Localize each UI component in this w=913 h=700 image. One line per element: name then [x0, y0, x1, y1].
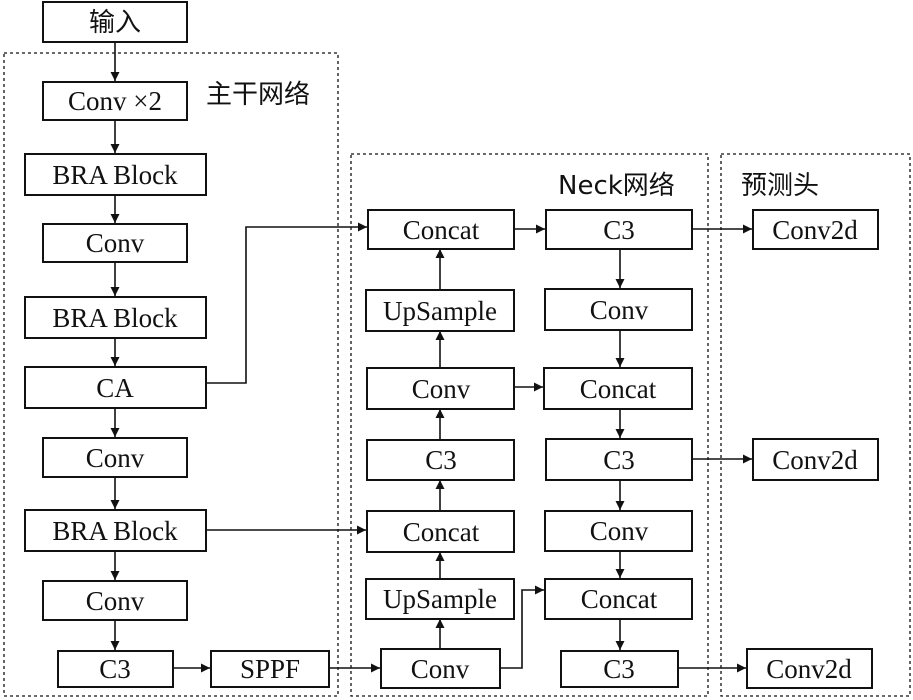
node-neck-concat-mid: Concat — [543, 367, 693, 410]
node-neck-concat-bottom-left-label: Concat — [403, 517, 480, 547]
node-head-conv2d-bottom-label: Conv2d — [766, 654, 852, 684]
node-c3-backbone-label: C3 — [99, 654, 131, 684]
node-input: 输入 — [42, 1, 188, 43]
node-head-conv2d-top: Conv2d — [752, 209, 879, 250]
node-neck-concat-top-label: Concat — [403, 215, 480, 245]
node-bra-block-1-label: BRA Block — [52, 160, 178, 190]
neck-group — [350, 153, 709, 697]
neck-group-label: Neck网络 — [558, 171, 675, 201]
node-neck-upsample-bottom-label: UpSample — [383, 584, 497, 614]
node-ca-label: CA — [96, 373, 134, 403]
node-neck-conv-top-label: Conv — [590, 295, 649, 325]
arrow-conv-bottom-to-concat-bottom — [500, 585, 544, 669]
backbone-group-label: 主干网络 — [206, 80, 310, 110]
node-conv-x2: Conv ×2 — [42, 81, 188, 121]
node-ca: CA — [24, 366, 207, 409]
node-neck-conv-mid-right-label: Conv — [590, 516, 649, 546]
node-neck-upsample-bottom: UpSample — [365, 578, 515, 620]
head-group — [720, 153, 911, 697]
node-neck-c3-bottom-label: C3 — [603, 654, 635, 684]
head-group-label: 预测头 — [741, 171, 819, 201]
node-neck-upsample-top: UpSample — [365, 289, 515, 332]
node-conv-1: Conv — [42, 223, 188, 263]
node-input-label: 输入 — [89, 8, 141, 38]
arrow-ca-to-concat-top — [206, 222, 367, 384]
node-head-conv2d-top-label: Conv2d — [772, 215, 858, 245]
node-neck-concat-mid-label: Concat — [580, 374, 657, 404]
backbone-group — [3, 52, 339, 697]
node-neck-conv-bottom-label: Conv — [411, 654, 470, 684]
node-neck-conv-mid: Conv — [366, 367, 515, 410]
node-bra-block-3-label: BRA Block — [52, 516, 178, 546]
node-head-conv2d-mid-label: Conv2d — [772, 445, 858, 475]
connectors — [110, 42, 752, 673]
node-neck-concat-top: Concat — [367, 209, 515, 250]
node-head-conv2d-bottom: Conv2d — [746, 648, 873, 689]
node-bra-block-1: BRA Block — [24, 153, 207, 196]
node-bra-block-3: BRA Block — [24, 509, 207, 552]
node-neck-c3-mid-label: C3 — [603, 445, 635, 475]
node-conv-2-label: Conv — [86, 443, 145, 473]
node-bra-block-2-label: BRA Block — [52, 303, 178, 333]
node-neck-c3-mid: C3 — [545, 438, 693, 481]
node-neck-conv-mid-right: Conv — [544, 510, 693, 552]
node-conv-1-label: Conv — [86, 228, 145, 258]
node-neck-upsample-top-label: UpSample — [383, 296, 497, 326]
node-conv-3-label: Conv — [86, 586, 145, 616]
node-sppf: SPPF — [210, 650, 330, 688]
node-conv-2: Conv — [42, 437, 188, 478]
node-neck-c3-top-label: C3 — [603, 215, 635, 245]
node-neck-conv-mid-label: Conv — [412, 374, 471, 404]
node-c3-backbone: C3 — [57, 650, 174, 688]
node-sppf-label: SPPF — [240, 654, 300, 684]
node-neck-c3-left: C3 — [366, 439, 515, 481]
node-conv-x2-label: Conv ×2 — [68, 86, 162, 116]
node-neck-concat-bottom-right-label: Concat — [581, 584, 658, 614]
node-neck-c3-top: C3 — [545, 209, 693, 250]
node-neck-concat-bottom-left: Concat — [366, 510, 515, 553]
node-head-conv2d-mid: Conv2d — [752, 438, 879, 481]
node-conv-3: Conv — [42, 580, 188, 621]
node-neck-concat-bottom-right: Concat — [544, 578, 693, 620]
node-neck-conv-bottom: Conv — [380, 648, 501, 689]
node-neck-c3-bottom: C3 — [560, 650, 679, 688]
node-neck-c3-left-label: C3 — [425, 445, 457, 475]
node-neck-conv-top: Conv — [544, 288, 693, 331]
node-bra-block-2: BRA Block — [24, 296, 207, 339]
